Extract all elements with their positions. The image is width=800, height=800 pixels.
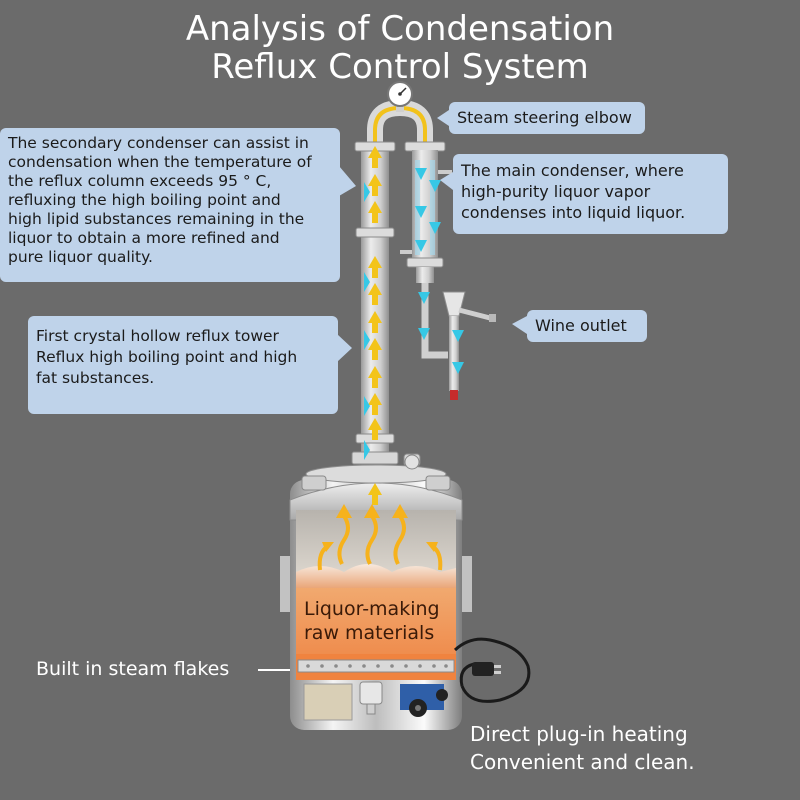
tap-icon: [359, 681, 383, 715]
secondary-line-4: refluxing the high boiling point and: [8, 191, 281, 209]
heat-arrow-heads: [322, 504, 438, 552]
callout-secondary-condenser: The secondary condenser can assist in co…: [0, 128, 340, 282]
secondary-line-5: high lipid substances remaining in the: [8, 210, 305, 228]
steam-flakes-label: Built in steam flakes: [36, 656, 229, 683]
secondary-line-2: condensation when the temperature of: [8, 153, 312, 171]
reflux-tower-line-2: Reflux high boiling point and high: [36, 348, 298, 366]
callout-steam-elbow: Steam steering elbow: [449, 102, 645, 134]
coolant-flow-arrows: [364, 168, 464, 460]
reflux-tower-line-3: fat substances.: [36, 369, 155, 387]
callout-pointers: [337, 110, 527, 362]
heating-label: Direct plug-in heating Convenient and cl…: [470, 720, 695, 776]
raw-materials-label: Liquor-making raw materials: [304, 597, 440, 645]
wine-outlet-label: Wine outlet: [535, 316, 627, 335]
diagram-title: Analysis of Condensation Reflux Control …: [0, 10, 800, 86]
pressure-gauge-icon: [387, 81, 413, 107]
secondary-line-1: The secondary condenser can assist in: [8, 134, 309, 152]
steam-flake-plate: [297, 659, 455, 673]
callout-reflux-tower: First crystal hollow reflux tower Reflux…: [28, 316, 338, 414]
callout-wine-outlet: Wine outlet: [527, 310, 647, 342]
raw-materials-line-2: raw materials: [304, 622, 435, 644]
steam-flakes-text: Built in steam flakes: [36, 658, 230, 680]
secondary-line-7: pure liquor quality.: [8, 248, 153, 266]
title-line-2: Reflux Control System: [211, 47, 589, 87]
wine-outlet-assembly: [442, 291, 496, 400]
heating-line-2: Convenient and clean.: [470, 750, 695, 774]
reflux-column: [351, 150, 399, 465]
power-plug-icon: [453, 637, 531, 703]
reflux-tower-line-1: First crystal hollow reflux tower: [36, 327, 279, 345]
main-condenser-line-1: The main condenser, where: [461, 161, 684, 180]
main-condenser-line-3: condenses into liquid liquor.: [461, 203, 686, 222]
secondary-line-3: the reflux column exceeds 95 ° C,: [8, 172, 272, 190]
secondary-line-6: liquor to obtain a more refined and: [8, 229, 280, 247]
control-knob-icon: [409, 689, 448, 717]
raw-materials-line-1: Liquor-making: [304, 598, 440, 620]
main-condenser-line-2: high-purity liquor vapor: [461, 182, 651, 201]
steam-elbow-label: Steam steering elbow: [457, 108, 632, 127]
callout-main-condenser: The main condenser, where high-purity li…: [453, 154, 728, 234]
vapor-flow-arrows: [368, 146, 382, 505]
heating-line-1: Direct plug-in heating: [470, 722, 688, 746]
title-line-1: Analysis of Condensation: [185, 9, 615, 49]
